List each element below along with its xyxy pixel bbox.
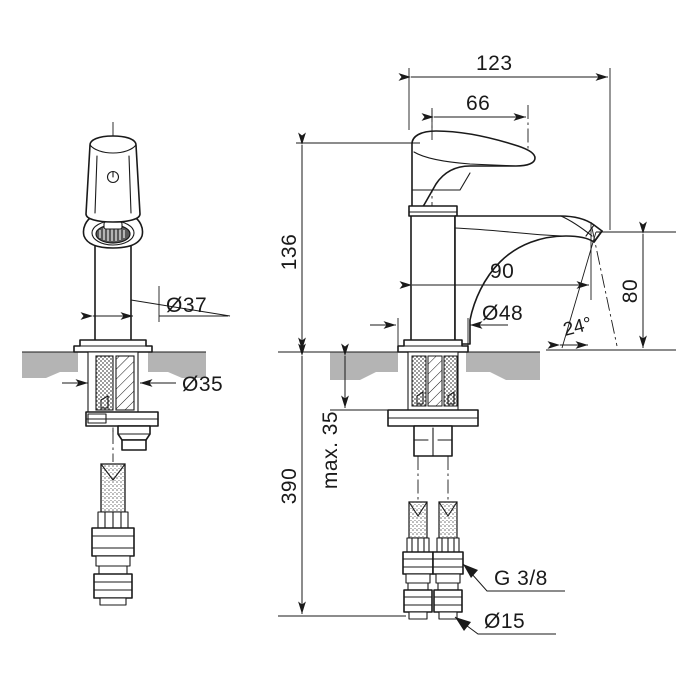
dimension-spout-height: 80 bbox=[546, 221, 676, 351]
dimension-base-diameter: Ø48 bbox=[370, 302, 523, 350]
side-lever-handle bbox=[411, 130, 536, 214]
side-mounting-shank bbox=[387, 351, 479, 457]
side-base-plate bbox=[397, 339, 469, 353]
label-spout-height: 80 bbox=[619, 279, 642, 303]
label-base-diameter: Ø48 bbox=[482, 302, 523, 325]
label-front-shank-diameter: Ø35 bbox=[182, 373, 223, 396]
side-lever-collar bbox=[408, 205, 458, 217]
label-lever-width: 66 bbox=[466, 92, 490, 115]
dimension-lever-width: 66 bbox=[421, 92, 529, 150]
dimension-max-thickness: max. 35 bbox=[319, 343, 392, 489]
label-max-thickness: max. 35 bbox=[319, 411, 342, 489]
label-hose-diameter: Ø15 bbox=[484, 610, 525, 633]
dimension-front-shank-diameter: Ø35 bbox=[62, 373, 223, 396]
side-flexible-hoses bbox=[402, 456, 464, 620]
label-height-136: 136 bbox=[278, 234, 301, 271]
front-aerator-housing bbox=[82, 215, 144, 249]
dimension-overall-width: 123 bbox=[398, 52, 611, 230]
front-mounting-shank bbox=[85, 351, 159, 451]
dimension-hose-length: 390 bbox=[278, 343, 406, 617]
label-overall-width: 123 bbox=[476, 52, 513, 75]
front-lever-cap bbox=[85, 135, 141, 223]
front-counter-surface bbox=[22, 351, 206, 378]
hose-left bbox=[402, 501, 434, 620]
dimension-height-136: 136 bbox=[278, 132, 420, 353]
label-hose-thread: G 3/8 bbox=[494, 567, 548, 590]
dimension-spout-reach: 90 bbox=[399, 222, 592, 300]
front-view-group: Ø37 Ø35 bbox=[22, 122, 231, 606]
side-body-column bbox=[410, 213, 456, 345]
side-view-group: 123 66 136 90 Ø48 bbox=[278, 52, 676, 635]
side-spout bbox=[454, 215, 603, 345]
label-front-body-diameter: Ø37 bbox=[166, 294, 207, 317]
leader-hose-thread: G 3/8 bbox=[462, 563, 565, 592]
label-hose-length: 390 bbox=[278, 468, 301, 505]
front-flexible-hose bbox=[91, 430, 135, 606]
label-spout-reach: 90 bbox=[490, 260, 514, 283]
front-base-plate bbox=[73, 339, 153, 353]
dimension-front-body-diameter: Ø37 bbox=[80, 286, 231, 322]
leader-hose-diameter: Ø15 bbox=[454, 610, 556, 635]
hose-right bbox=[432, 501, 464, 620]
